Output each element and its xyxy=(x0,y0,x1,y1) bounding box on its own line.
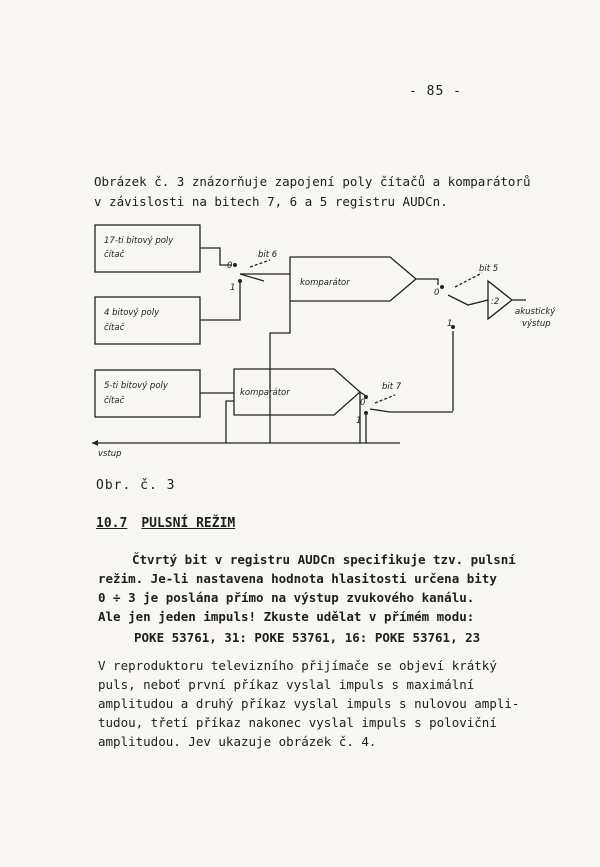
switch-label-1: 1 xyxy=(230,283,235,293)
output-label: výstup xyxy=(522,319,551,329)
switch-contact xyxy=(440,285,444,289)
input-label: vstup xyxy=(98,449,122,459)
counter-4-label: 4 bitový poly xyxy=(104,308,160,318)
paragraph-line: puls, neboť první příkaz vyslal impuls s… xyxy=(98,677,475,692)
section-heading: 10.7 PULSNÍ REŽIM xyxy=(96,516,235,531)
paragraph-line: amplitudou a druhý příkaz vyslal impuls … xyxy=(98,696,520,711)
paragraph-line: tudou, třetí příkaz nakonec vyslal impul… xyxy=(98,715,497,730)
comparator-bottom-shape xyxy=(233,368,361,416)
switch-label-1: 1 xyxy=(447,319,452,329)
page-number: - 85 - xyxy=(409,84,462,99)
switch-label-0: 0 xyxy=(227,261,232,271)
comparator-top-shape xyxy=(289,256,418,302)
section-title: PULSNÍ REŽIM xyxy=(141,516,236,531)
switch-contact xyxy=(238,279,242,283)
paragraph-1: Čtvrtý bit v registru AUDCn specifikuje … xyxy=(98,550,538,626)
intro-paragraph: Obrázek č. 3 znázorňuje zapojení poly čí… xyxy=(94,172,544,212)
paragraph-line: V reproduktoru televizního přijímače se … xyxy=(98,658,497,673)
switch-contact xyxy=(364,411,368,415)
switch-contact xyxy=(233,263,237,267)
figure-caption: Obr. č. 3 xyxy=(96,478,176,493)
paragraph-line: Čtvrtý bit v registru AUDCn specifikuje … xyxy=(132,552,516,567)
counter-17-box xyxy=(94,224,201,273)
code-example: POKE 53761, 31: POKE 53761, 16: POKE 537… xyxy=(134,630,481,645)
paragraph-line: amplitudou. Jev ukazuje obrázek č. 4. xyxy=(98,734,377,749)
paragraph-line: režim. Je-li nastavena hodnota hlasitost… xyxy=(98,571,497,586)
counter-5-label: čítač xyxy=(104,395,125,406)
comparator-bottom-label: komparátor xyxy=(240,388,290,398)
switch-label-1: 1 xyxy=(356,416,361,426)
counter-4-label: čítač xyxy=(104,322,125,333)
counter-5-label: 5-ti bitový poly xyxy=(104,381,169,391)
switch-label-0: 0 xyxy=(434,288,439,298)
comparator-top-label: komparátor xyxy=(300,278,350,288)
section-number: 10.7 xyxy=(96,516,128,531)
switch-contact xyxy=(364,395,368,399)
counter-4-box xyxy=(94,296,201,345)
bit5-label: bit 5 xyxy=(479,264,498,274)
counter-5-box xyxy=(94,369,201,418)
counter-17-label: čítač xyxy=(104,249,125,260)
paragraph-line: 0 ÷ 3 je poslána přímo na výstup zvukové… xyxy=(98,590,475,605)
intro-line: v závislosti na bitech 7, 6 a 5 registru… xyxy=(94,194,448,209)
bit6-label: bit 6 xyxy=(258,250,278,260)
divider-label: :2 xyxy=(491,297,499,307)
intro-line: Obrázek č. 3 znázorňuje zapojení poly čí… xyxy=(94,174,531,189)
switch-label-0: 0 xyxy=(360,398,365,408)
output-label: akustický xyxy=(515,307,556,317)
paragraph-2: V reproduktoru televizního přijímače se … xyxy=(98,656,538,751)
bit7-label: bit 7 xyxy=(382,382,402,392)
paragraph-line: Ale jen jeden impuls! Zkuste udělat v př… xyxy=(98,609,475,624)
counter-17-label: 17-ti bitový poly xyxy=(104,236,174,246)
circuit-diagram: 17-ti bitový poly čítač 4 bitový poly čí… xyxy=(92,224,556,459)
input-arrow xyxy=(92,440,98,446)
switch-contact xyxy=(451,325,455,329)
